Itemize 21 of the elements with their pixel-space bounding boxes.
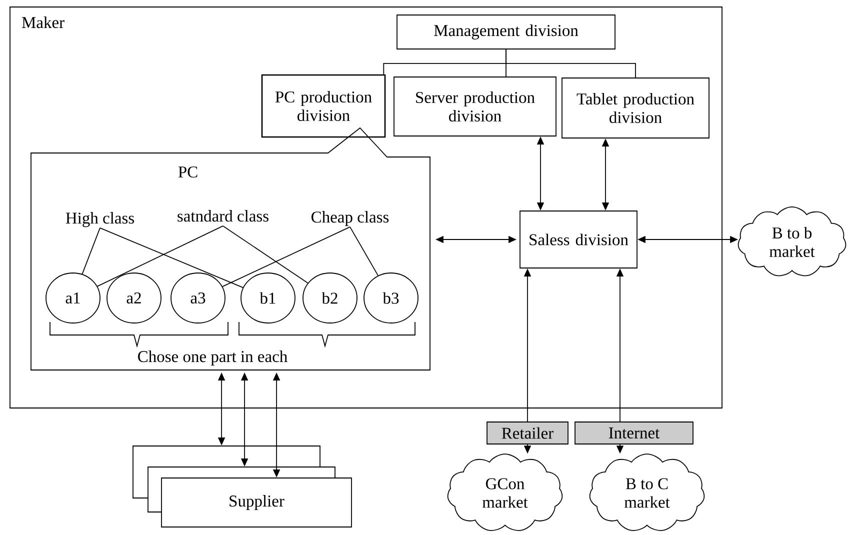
- market-cloud: GCon market: [447, 454, 563, 531]
- division-box: PC production division: [261, 74, 386, 138]
- connector-line: [96, 226, 224, 287]
- class-label: Cheap class: [312, 211, 389, 226]
- channel-box: Retailer: [486, 422, 568, 444]
- class-label: High class: [66, 212, 134, 228]
- connector-line: [100, 228, 244, 288]
- division-box: Server production division: [394, 76, 556, 136]
- division-box: Tablet production division: [562, 78, 710, 138]
- connector-line: [222, 226, 350, 287]
- division-box: Saless division: [520, 210, 638, 268]
- division-box: Management division: [396, 14, 616, 50]
- connector-line: [350, 226, 378, 276]
- channel-box: Internet: [574, 422, 694, 444]
- market-cloud: B to b market: [738, 206, 846, 276]
- class-label: satndard class: [178, 210, 268, 222]
- connector-line: [222, 226, 308, 284]
- connector-line: [82, 228, 100, 274]
- market-cloud: B to C market: [589, 454, 705, 531]
- connector-line: [506, 49, 636, 78]
- supplier-box: Supplier: [132, 446, 352, 528]
